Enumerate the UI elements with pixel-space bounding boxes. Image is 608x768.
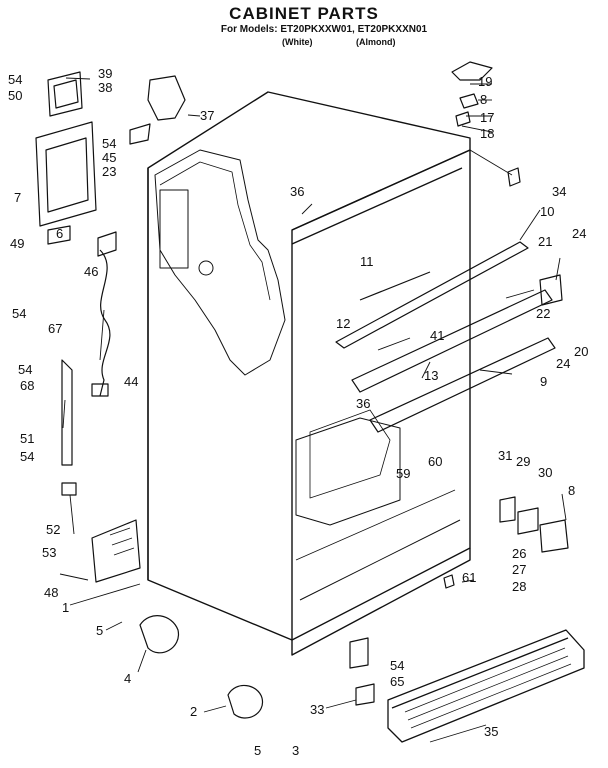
callout-label: 37	[200, 108, 214, 123]
callout-label: 30	[538, 465, 552, 480]
callout-label: 23	[102, 164, 116, 179]
callout-label: 65	[390, 674, 404, 689]
callout-label: 8	[568, 483, 575, 498]
callout-label: 54	[390, 658, 404, 673]
callout-label: 13	[424, 368, 438, 383]
shelf-rails	[335, 241, 556, 433]
callout-label: 1	[62, 600, 69, 615]
callout-label: 7	[14, 190, 21, 205]
callout-label: 31	[498, 448, 512, 463]
callout-label: 20	[574, 344, 588, 359]
callout-label: 54	[20, 449, 34, 464]
callout-label: 19	[478, 74, 492, 89]
callout-label: 54	[8, 72, 22, 87]
callout-label: 54	[18, 362, 32, 377]
callout-label: 24	[572, 226, 586, 241]
color-white-label: (White)	[282, 37, 313, 47]
callout-label: 2	[190, 704, 197, 719]
callout-label: 9	[540, 374, 547, 389]
top-hinge-parts	[451, 61, 521, 187]
callout-label: 68	[20, 378, 34, 393]
callout-label: 4	[124, 671, 131, 686]
callout-label: 44	[124, 374, 138, 389]
callout-label: 12	[336, 316, 350, 331]
callout-label: 38	[98, 80, 112, 95]
callout-label: 17	[480, 110, 494, 125]
cabinet-body	[147, 91, 471, 656]
callout-label: 50	[8, 88, 22, 103]
callout-label: 28	[512, 579, 526, 594]
callout-label: 60	[428, 454, 442, 469]
callout-label: 5	[96, 623, 103, 638]
callout-label: 35	[484, 724, 498, 739]
callout-label: 59	[396, 466, 410, 481]
model-numbers: For Models: ET20PKXXW01, ET20PKXXN01	[220, 24, 428, 35]
callout-label: 11	[360, 254, 374, 269]
callout-label: 33	[310, 702, 324, 717]
callout-label: 49	[10, 236, 24, 251]
callout-label: 67	[48, 321, 62, 336]
callout-label: 29	[516, 454, 530, 469]
diagram-title: CABINET PARTS	[229, 4, 379, 23]
callout-label: 6	[56, 226, 63, 241]
callout-label: 41	[430, 328, 444, 343]
callout-label: 51	[20, 431, 34, 446]
upper-left-parts	[35, 71, 186, 496]
callout-label: 52	[46, 522, 60, 537]
bottom-brackets	[349, 637, 375, 706]
callout-label: 27	[512, 562, 526, 577]
callout-label: 54	[102, 136, 116, 151]
callout-label: 8	[480, 92, 487, 107]
callout-label: 18	[480, 126, 494, 141]
color-almond-label: (Almond)	[356, 37, 396, 47]
callout-label: 24	[556, 356, 570, 371]
callout-label: 36	[290, 184, 304, 199]
callout-label: 48	[44, 585, 58, 600]
callout-label: 3	[292, 743, 299, 758]
callout-label: 53	[42, 545, 56, 560]
toe-grille	[387, 629, 585, 743]
callout-label: 36	[356, 396, 370, 411]
callout-label: 10	[540, 204, 554, 219]
callout-label: 39	[98, 66, 112, 81]
callout-label: 54	[12, 306, 26, 321]
callout-label: 45	[102, 150, 116, 165]
bottom-left-parts	[91, 519, 264, 719]
callout-label: 21	[538, 234, 552, 249]
callout-label: 26	[512, 546, 526, 561]
callout-label: 5	[254, 743, 261, 758]
callout-label: 61	[462, 570, 476, 585]
leader-lines	[59, 77, 567, 743]
callout-label: 34	[552, 184, 566, 199]
callout-label: 46	[84, 264, 98, 279]
right-side-parts	[443, 274, 569, 589]
callout-label: 22	[536, 306, 550, 321]
